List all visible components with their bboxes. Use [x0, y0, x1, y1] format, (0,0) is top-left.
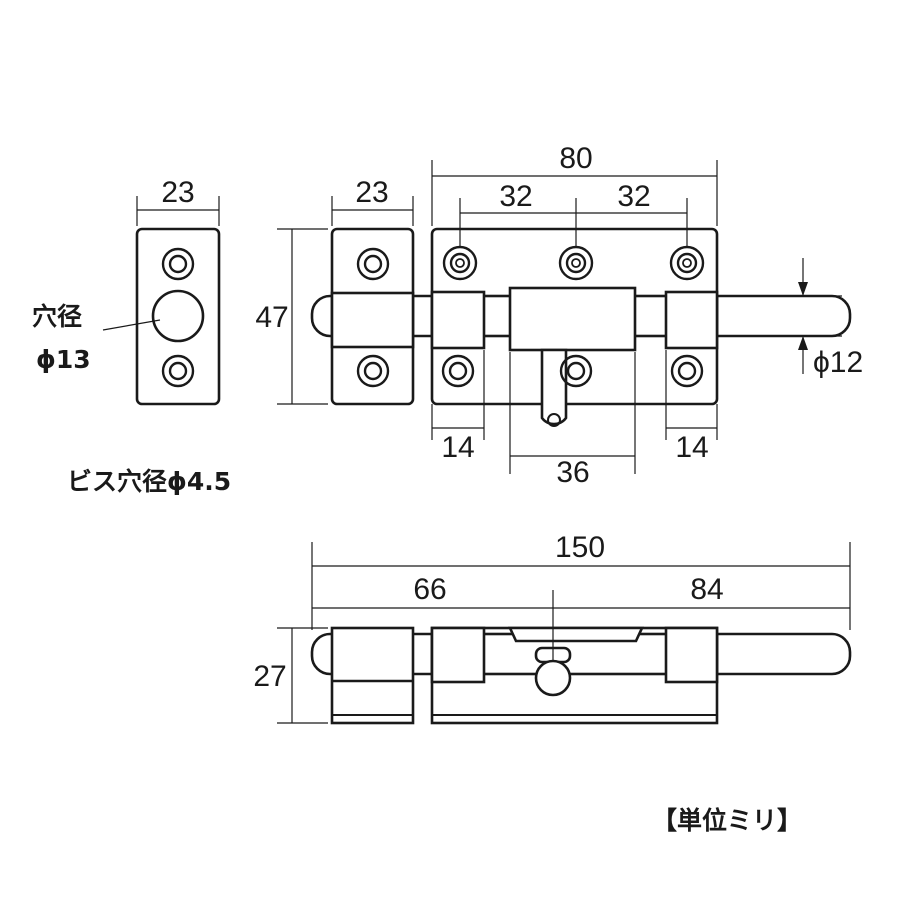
bolt-block-width-dimension: 23 [331, 176, 414, 226]
guide-width-dimensions: 14 14 [431, 350, 718, 464]
total-length-top-dimension: 80 [431, 142, 718, 226]
right-guide-width-label: 14 [675, 431, 708, 464]
unit-label: 【単位ミリ】 [652, 806, 802, 835]
hole-dia-label-line2: ϕ13 [36, 345, 91, 374]
hole-pitch-dimension: 32 32 [459, 180, 688, 246]
left-guide-width-label: 14 [441, 431, 474, 464]
handle-slot-dimension: 36 [509, 352, 636, 489]
screw-hole-label: ビス穴径ϕ4.5 [67, 467, 231, 496]
plate-screw-holes [441, 245, 705, 388]
height-dimension: 47 [255, 228, 328, 405]
height-label: 47 [255, 301, 288, 334]
strike-width-dimension: 23 [136, 176, 220, 226]
hole-dia-label-line1: 穴径 [32, 302, 82, 331]
overall-length-dimension: 150 [311, 531, 851, 630]
bolt-diameter-label: ϕ12 [813, 346, 863, 379]
overall-length-label: 150 [555, 531, 605, 564]
total-length-top-label: 80 [559, 142, 592, 175]
overall-height-dimension: 27 [253, 627, 328, 724]
hole-pitch-right-label: 32 [617, 180, 650, 213]
overall-height-label: 27 [253, 660, 286, 693]
bolt-top-view [310, 227, 852, 427]
handle-slot-width-label: 36 [556, 456, 589, 489]
left-length-label: 66 [413, 573, 446, 606]
bolt-block-width-label: 23 [355, 176, 388, 209]
bolt-diameter-dimension: ϕ12 [792, 258, 863, 379]
strike-plate [135, 227, 221, 406]
split-length-dimension: 66 84 [312, 573, 850, 660]
strike-width-label: 23 [161, 176, 194, 209]
hole-diameter-callout: 穴径 ϕ13 [32, 302, 161, 374]
bolt-side-view [310, 626, 852, 725]
hole-pitch-left-label: 32 [499, 180, 532, 213]
right-length-label: 84 [690, 573, 723, 606]
